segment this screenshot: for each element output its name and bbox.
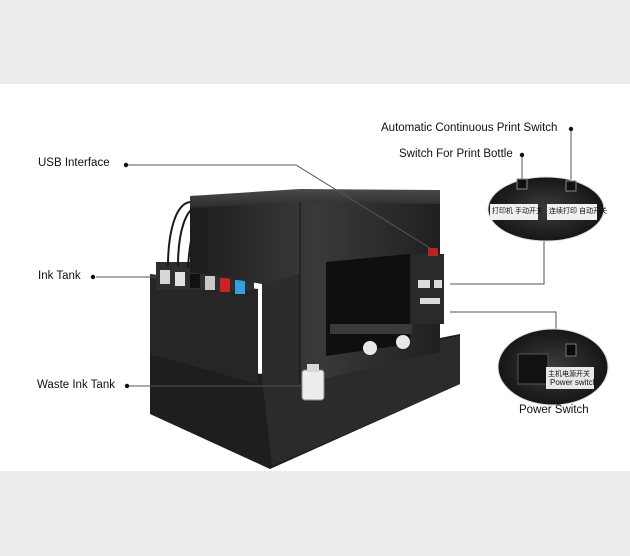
power-switch-label: Power Switch [519, 404, 589, 416]
callout-lines [96, 129, 572, 387]
printer-illustration [90, 126, 609, 469]
callout-dots [90, 126, 574, 389]
print-bay [326, 254, 412, 356]
usb-interface-label: USB Interface [38, 157, 110, 169]
waste-ink-tank-label: Waste Ink Tank [37, 379, 115, 391]
zoom-tag-left: 打印机 手动开关 [492, 208, 543, 215]
ink-tank-label: Ink Tank [38, 270, 81, 282]
zoom-tag-power-en: Power switch [550, 378, 598, 387]
bottom-background-band [0, 471, 630, 556]
top-background-band [0, 0, 630, 84]
zoom-tag-power-cn: 主机电源开关 [548, 371, 590, 378]
zoom-tag-right: 连续打印 自动开关 [549, 208, 607, 215]
print-bottle-switch-label: Switch For Print Bottle [399, 148, 513, 160]
waste-ink-bottle [301, 364, 325, 401]
auto-continuous-switch-label: Automatic Continuous Print Switch [381, 122, 558, 134]
zoom-power-switch [497, 328, 609, 406]
zoom-switches-top [487, 176, 605, 242]
control-panel [412, 248, 444, 324]
